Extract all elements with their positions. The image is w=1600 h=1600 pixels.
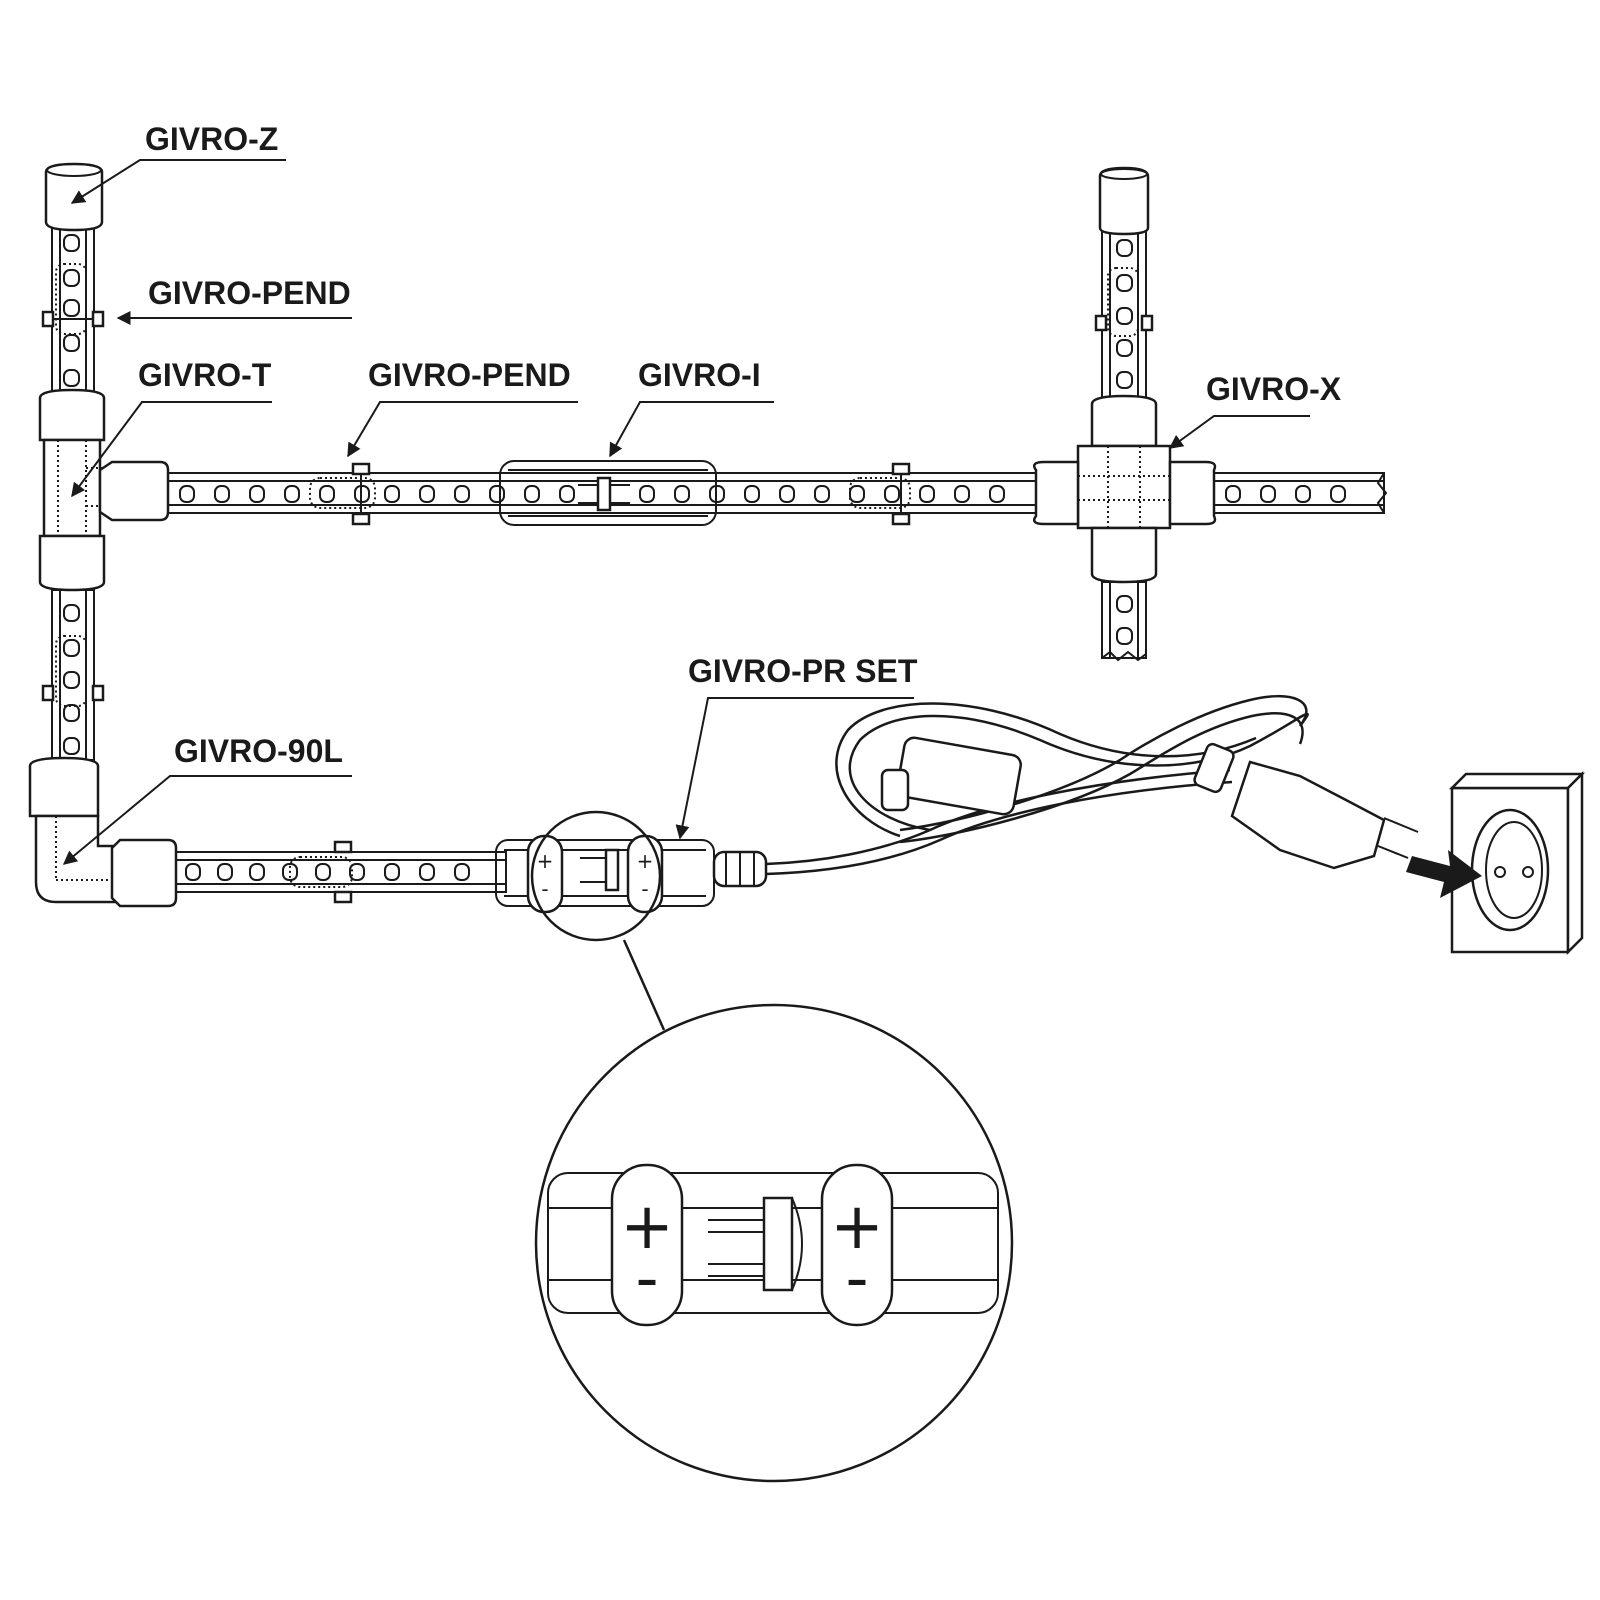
givro-pend-vertical-clip	[41, 263, 105, 335]
zoom-minus-right: -	[845, 1242, 868, 1316]
givro-z-end-cap	[44, 162, 104, 232]
leader-givro-pr-set	[675, 697, 914, 840]
zoom-detail: + - + -	[534, 1003, 1014, 1483]
label-givro-pend-vertical: GIVRO-PEND	[148, 275, 351, 311]
plug-in-arrow-icon	[1406, 850, 1482, 898]
leader-givro-x	[1168, 415, 1310, 449]
pend-clip-top-right	[849, 462, 911, 526]
pr-small-plus-right: +	[637, 849, 654, 873]
pend-clip-bottom	[289, 840, 353, 904]
magnifier-small-circle	[530, 810, 662, 942]
leader-givro-i	[609, 401, 774, 458]
led-row-top	[179, 485, 1005, 503]
label-givro-z: GIVRO-Z	[145, 121, 278, 157]
pend-clip-vertical-middle	[41, 635, 105, 707]
left-vertical-tube-middle	[41, 589, 105, 761]
led-column-middle	[63, 604, 80, 755]
leader-givro-90l	[62, 775, 352, 865]
label-givro-pend-horizontal: GIVRO-PEND	[368, 357, 571, 393]
leader-givro-t	[71, 401, 272, 498]
leader-givro-pend-horizontal	[347, 401, 578, 458]
pr-small-minus-right: -	[641, 877, 648, 901]
power-plug	[1193, 742, 1419, 870]
left-vertical-tube-upper	[51, 209, 95, 401]
label-givro-x: GIVRO-X	[1206, 371, 1342, 407]
zoom-plus-left: +	[620, 1190, 674, 1264]
givro-pend-horizontal-clip	[309, 462, 376, 526]
label-givro-pr-set: GIVRO-PR SET	[688, 653, 918, 689]
pr-small-plus-left: +	[537, 849, 554, 873]
givro-t-connector	[38, 388, 170, 592]
givro-i-joiner	[499, 460, 717, 526]
label-givro-i: GIVRO-I	[638, 357, 761, 393]
bottom-horizontal-tube	[175, 840, 507, 904]
led-column-upper	[63, 234, 80, 387]
label-givro-90l: GIVRO-90L	[174, 733, 343, 769]
pr-small-minus-left: -	[541, 877, 548, 901]
givro-pr-set-connector: + - + -	[495, 834, 768, 914]
power-cord	[765, 694, 1309, 876]
zoom-plus-right: +	[830, 1190, 884, 1264]
givro-x-cross	[1033, 166, 1217, 662]
magnifier-leader-line	[622, 939, 666, 1031]
zoom-minus-left: -	[635, 1242, 658, 1316]
right-horizontal-tube	[1213, 472, 1388, 514]
wall-socket	[1448, 770, 1586, 956]
leader-givro-z	[70, 159, 286, 204]
label-givro-t: GIVRO-T	[138, 357, 272, 393]
